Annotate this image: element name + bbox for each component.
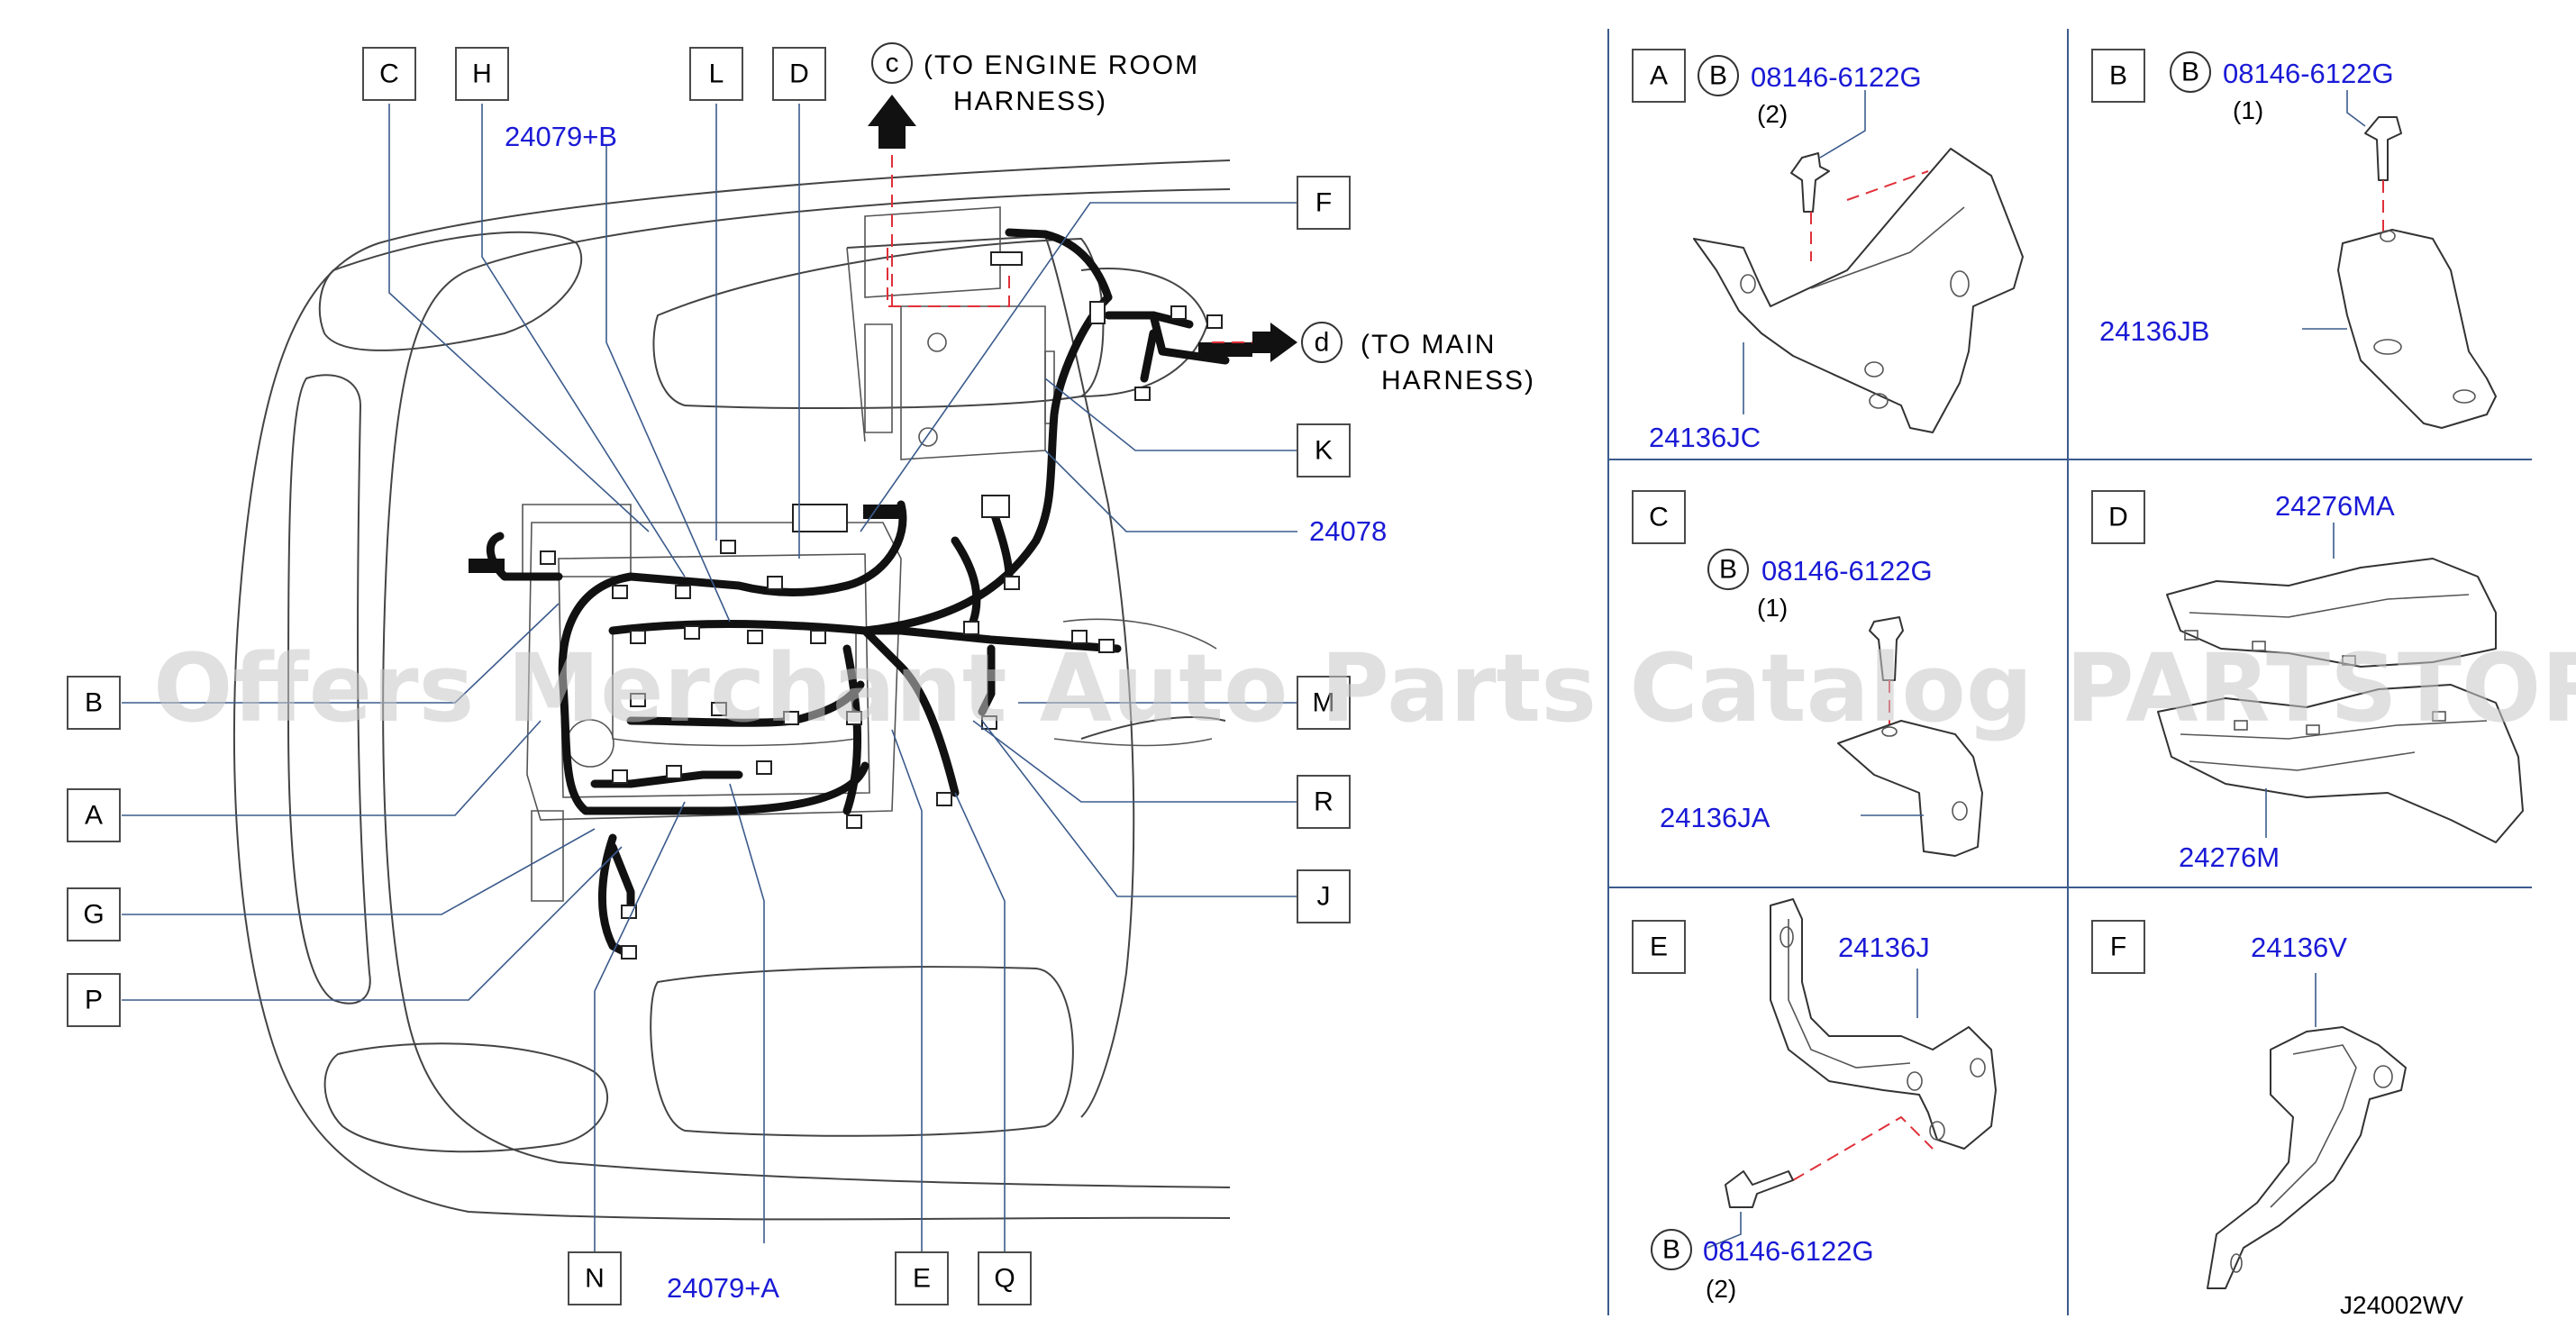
svg-text:J: J <box>1317 882 1331 912</box>
panel-d-id: D <box>2108 503 2128 532</box>
connector-c-label: c (TO ENGINE ROOM HARNESS) <box>871 42 1199 116</box>
detail-panel-f: F 24136V <box>2091 920 2407 1289</box>
svg-text:K: K <box>1315 436 1333 466</box>
panel-b-bolt-part: 08146-6122G <box>2223 58 2394 89</box>
panel-a-bolt-qty: (2) <box>1757 100 1788 128</box>
panel-c-id: C <box>1649 503 1669 532</box>
connectors <box>540 251 1223 960</box>
connector-d-letter: d <box>1315 328 1330 358</box>
arrow-to-engine-room <box>868 95 916 306</box>
svg-text:Q: Q <box>994 1264 1015 1294</box>
panel-c-bolt-part: 08146-6122G <box>1761 555 1933 587</box>
callout-A[interactable]: A <box>67 788 121 842</box>
svg-text:H: H <box>472 59 492 89</box>
panel-b-id: B <box>2109 61 2127 91</box>
svg-text:L: L <box>709 59 724 89</box>
svg-text:P: P <box>85 986 103 1015</box>
panel-a-part: 24136JC <box>1649 422 1761 453</box>
svg-text:N: N <box>585 1264 605 1294</box>
svg-text:R: R <box>1314 787 1334 817</box>
callout-R[interactable]: R <box>1297 775 1351 829</box>
callout-Q[interactable]: Q <box>978 1251 1032 1305</box>
panel-d-part-top: 24276MA <box>2275 490 2395 522</box>
panel-e-part: 24136J <box>1838 932 1930 963</box>
callout-E[interactable]: E <box>895 1251 949 1305</box>
watermark-text: Offers Merchant Auto Parts Catalog PARTS… <box>153 633 2576 743</box>
callout-G[interactable]: G <box>67 887 121 941</box>
svg-text:C: C <box>379 59 399 89</box>
callout-J[interactable]: J <box>1297 869 1351 923</box>
panel-f-id: F <box>2110 932 2126 962</box>
connector-d-line1: (TO MAIN <box>1361 330 1496 359</box>
panel-a-bolt-letter: B <box>1709 61 1727 91</box>
panel-b-part: 24136JB <box>2099 315 2209 347</box>
panel-a-id: A <box>1650 61 1668 91</box>
connector-d-line2: HARNESS) <box>1381 366 1535 396</box>
svg-text:D: D <box>789 59 809 89</box>
panel-d-part-bottom: 24276M <box>2179 841 2280 873</box>
panel-c-bolt-letter: B <box>1719 555 1737 585</box>
panel-a-bolt-part: 08146-6122G <box>1751 61 1922 93</box>
panel-e-bolt-letter: B <box>1662 1235 1680 1265</box>
callout-L[interactable]: L <box>689 47 743 101</box>
panel-c-part: 24136JA <box>1660 802 1770 833</box>
callout-P[interactable]: P <box>67 973 121 1027</box>
callout-N[interactable]: N <box>568 1251 622 1305</box>
diagram-code: J24002WV <box>2340 1291 2463 1319</box>
detail-panel-c: C B 08146-6122G (1) 24136JA <box>1632 490 1983 857</box>
callout-M[interactable]: M <box>1297 676 1351 730</box>
panel-e-bolt-qty: (2) <box>1706 1275 1736 1303</box>
detail-panel-b: B B 08146-6122G (1) 24136JB <box>2091 49 2497 429</box>
svg-text:A: A <box>85 801 103 831</box>
detail-panel-e: E 24136J B 08146-6122G (2) <box>1632 898 1997 1303</box>
callout-leaders <box>122 104 1297 1252</box>
arrow-to-main-harness <box>1212 323 1297 362</box>
svg-text:E: E <box>913 1264 931 1294</box>
callout-D[interactable]: D <box>772 47 826 101</box>
callout-K[interactable]: K <box>1297 423 1351 478</box>
detail-panel-a: A B 08146-6122G (2) 24136JC <box>1632 49 2024 453</box>
connector-c-letter: c <box>886 49 899 78</box>
panel-c-bolt-qty: (1) <box>1757 594 1788 622</box>
connector-c-line2: HARNESS) <box>953 86 1107 116</box>
part-label-24078: 24078 <box>1309 515 1387 547</box>
callout-H[interactable]: H <box>455 47 509 101</box>
panel-b-bolt-letter: B <box>2181 58 2199 87</box>
part-label-24079b: 24079+B <box>505 121 617 152</box>
wire-harness <box>469 228 1252 960</box>
svg-text:M: M <box>1313 688 1335 718</box>
connector-d-label: d (TO MAIN HARNESS) <box>1301 322 1535 396</box>
svg-text:B: B <box>85 688 103 718</box>
svg-text:G: G <box>83 900 104 930</box>
connector-c-line1: (TO ENGINE ROOM <box>924 50 1199 80</box>
callout-B[interactable]: B <box>67 676 121 730</box>
callout-C[interactable]: C <box>362 47 416 101</box>
panel-f-part: 24136V <box>2251 932 2347 963</box>
part-label-24079a: 24079+A <box>667 1272 779 1304</box>
panel-e-id: E <box>1650 932 1668 962</box>
panel-e-bolt-part: 08146-6122G <box>1703 1235 1874 1267</box>
detail-grid-lines <box>1607 29 2532 1315</box>
panel-b-bolt-qty: (1) <box>2233 96 2263 124</box>
svg-text:F: F <box>1315 188 1332 218</box>
callout-F[interactable]: F <box>1297 176 1351 230</box>
detail-panel-d: D 24276MA 24276M <box>2091 490 2524 873</box>
